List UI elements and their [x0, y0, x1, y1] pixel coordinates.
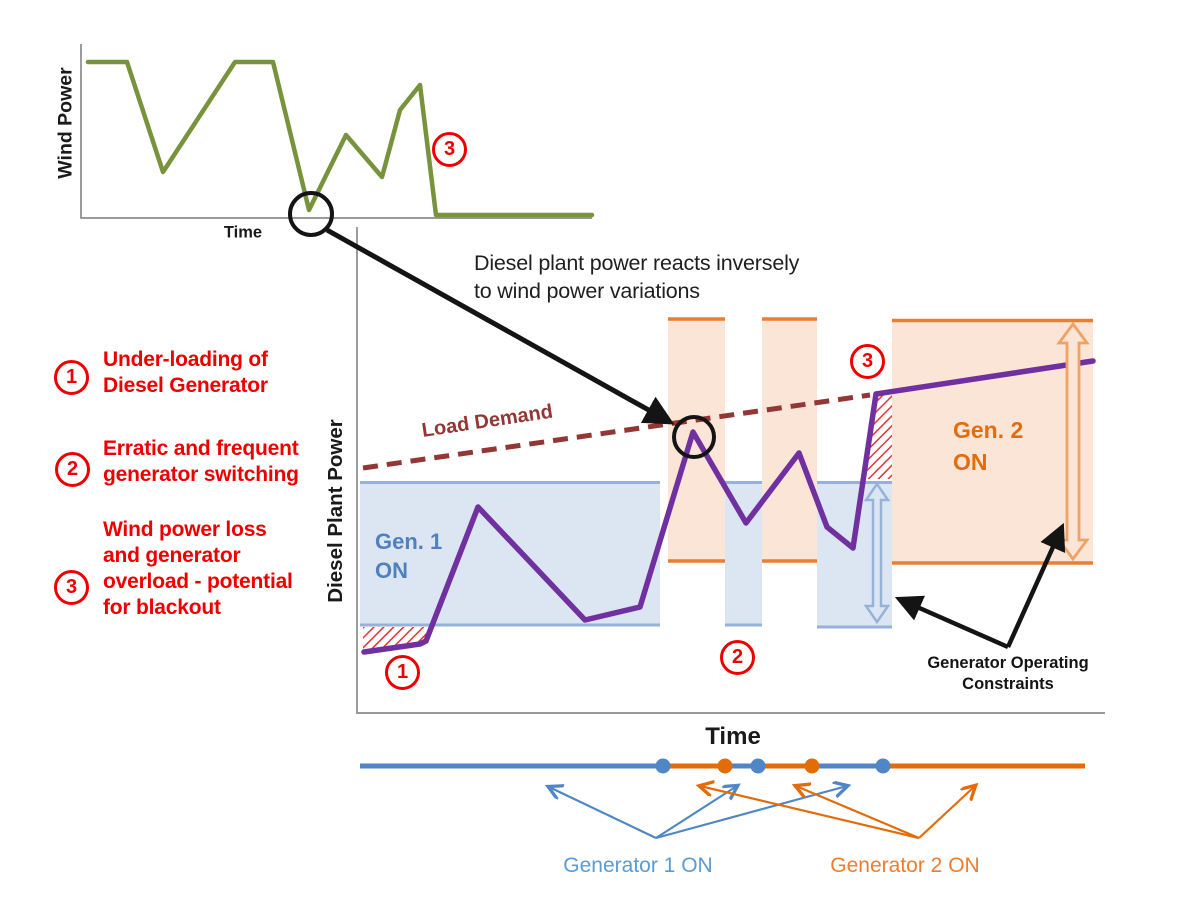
gen1-pointer — [655, 786, 847, 840]
constraints-label-line1: Generator Operating — [927, 654, 1089, 672]
gen1-zone-label-line1: Gen. 1 — [375, 529, 443, 554]
callout-text-line1: Diesel plant power reacts inversely — [474, 251, 800, 275]
diesel-axes — [356, 227, 1105, 714]
issue-2-badge: 2 — [55, 452, 90, 487]
constraints-label-line2: Constraints — [962, 675, 1054, 693]
diesel-power-line — [361, 358, 1096, 655]
switch-dot — [875, 758, 891, 774]
overload-hatch — [864, 392, 892, 479]
gen2-band-2 — [762, 318, 817, 562]
wind-axes — [80, 44, 592, 219]
diesel-marker-3: 3 — [850, 344, 885, 379]
gen1-band-1 — [360, 481, 660, 625]
diesel-x-axis-label: Time — [705, 723, 761, 750]
wind-power-line — [85, 59, 595, 218]
wind-x-axis-label: Time — [223, 223, 263, 242]
diesel-marker-2: 2 — [720, 640, 755, 675]
gen2-constraint-arrow — [1056, 321, 1090, 562]
gen2-pointer — [700, 786, 920, 840]
diesel-chart — [356, 227, 1105, 714]
gen2-zone-label: Gen. 2 ON — [953, 414, 1023, 478]
diesel-marker-1: 1 — [385, 655, 420, 690]
issue-3-badge: 3 — [54, 570, 89, 605]
timeline-gen2-label: Generator 2 ON — [830, 854, 980, 877]
generator-timeline — [360, 758, 1085, 840]
switch-dot — [750, 758, 766, 774]
gen1-zone-label: Gen. 1 ON — [375, 527, 442, 585]
timeline-gen1-label: Generator 1 ON — [563, 854, 713, 877]
switch-dot — [717, 758, 733, 774]
wind-chart — [80, 44, 595, 237]
issue-2-text: Erratic and frequent generator switching — [103, 437, 299, 486]
gen2-pointer — [918, 786, 975, 839]
constraints-arrow-to-gen1 — [894, 595, 1009, 650]
gen2-zone-label-line2: ON — [953, 449, 988, 475]
wind-y-axis-label: Wind Power — [54, 67, 77, 179]
diesel-peak-focus-circle — [672, 415, 716, 459]
gen2-zone-label-line1: Gen. 2 — [953, 417, 1024, 443]
constraints-label: Generator Operating Constraints — [900, 653, 1116, 695]
callout-text-line2: to wind power variations — [474, 279, 700, 303]
wind-valley-focus-circle — [288, 191, 334, 237]
gen1-pointer — [549, 787, 657, 839]
underload-hatch — [363, 627, 429, 650]
issue-1-text: Under-loading of Diesel Generator — [103, 348, 268, 397]
annotation-arrows — [325, 227, 1066, 650]
issue-1-badge: 1 — [54, 360, 89, 395]
load-demand-line — [362, 392, 871, 471]
constraints-arrow-to-gen2 — [1005, 522, 1066, 648]
gen1-pointer — [655, 786, 737, 839]
diesel-y-axis-label: Diesel Plant Power — [324, 419, 347, 603]
issue-3-text: Wind power loss and generator overload -… — [103, 518, 293, 619]
switch-dot — [804, 758, 820, 774]
gen2-pointer — [796, 786, 920, 840]
gen1-constraint-arrow — [863, 481, 891, 625]
switch-dot — [655, 758, 671, 774]
wind-to-diesel-arrow — [325, 227, 675, 425]
wind-marker-3: 3 — [432, 132, 467, 167]
gen1-zone-label-line2: ON — [375, 558, 408, 583]
gen1-band-2 — [725, 481, 762, 625]
